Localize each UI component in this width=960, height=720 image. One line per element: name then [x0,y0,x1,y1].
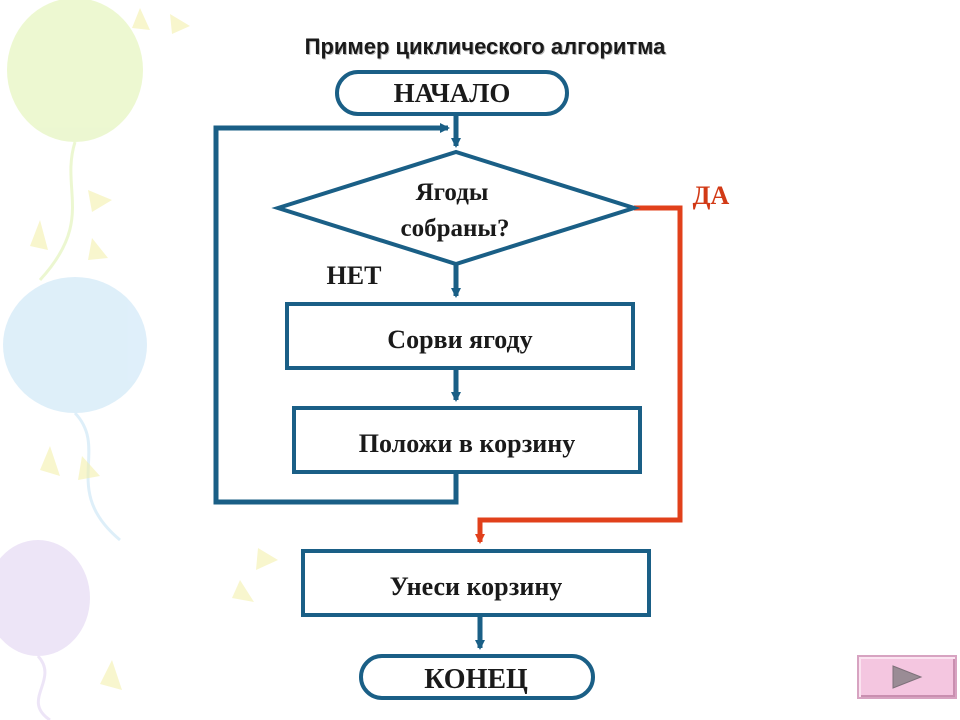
step-pick-berry-label: Сорви ягоду [387,325,532,354]
blue-balloon [3,277,147,413]
sparkle [100,660,122,690]
sparkle [40,446,60,476]
sparkle [30,220,48,250]
start-terminal [335,70,569,116]
play-arrow-icon [892,665,923,689]
step-carry-basket [301,549,651,617]
purple-balloon [0,540,90,656]
sparkle [78,456,100,480]
yes-branch-label: ДА [693,181,730,210]
step-put-in-basket [292,406,642,474]
decision-label-line2: собраны? [401,215,510,242]
decision-diamond [271,149,641,267]
sparkle [170,14,190,34]
step-carry-basket-label: Унеси корзину [390,572,563,601]
sparkle [132,8,150,30]
start-label: НАЧАЛО [394,78,511,108]
next-slide-button[interactable] [857,655,957,699]
loop-back-connector [213,123,459,505]
step-put-in-basket-label: Положи в корзину [359,429,576,458]
decision-label-line1: Ягоды [416,179,489,206]
sparkle [88,190,112,212]
no-branch-label: НЕТ [327,261,382,290]
sparkle [232,580,254,602]
sparkle [88,238,108,260]
sparkle [256,548,278,570]
green-balloon-string [38,141,77,282]
end-label: КОНЕЦ [424,664,528,695]
end-terminal [359,654,595,700]
slide-title: Пример циклического алгоритма [304,34,666,59]
green-balloon [7,0,143,142]
yes-branch-connector [475,205,683,544]
step-pick-berry [285,302,635,370]
purple-balloon-string [36,654,51,720]
